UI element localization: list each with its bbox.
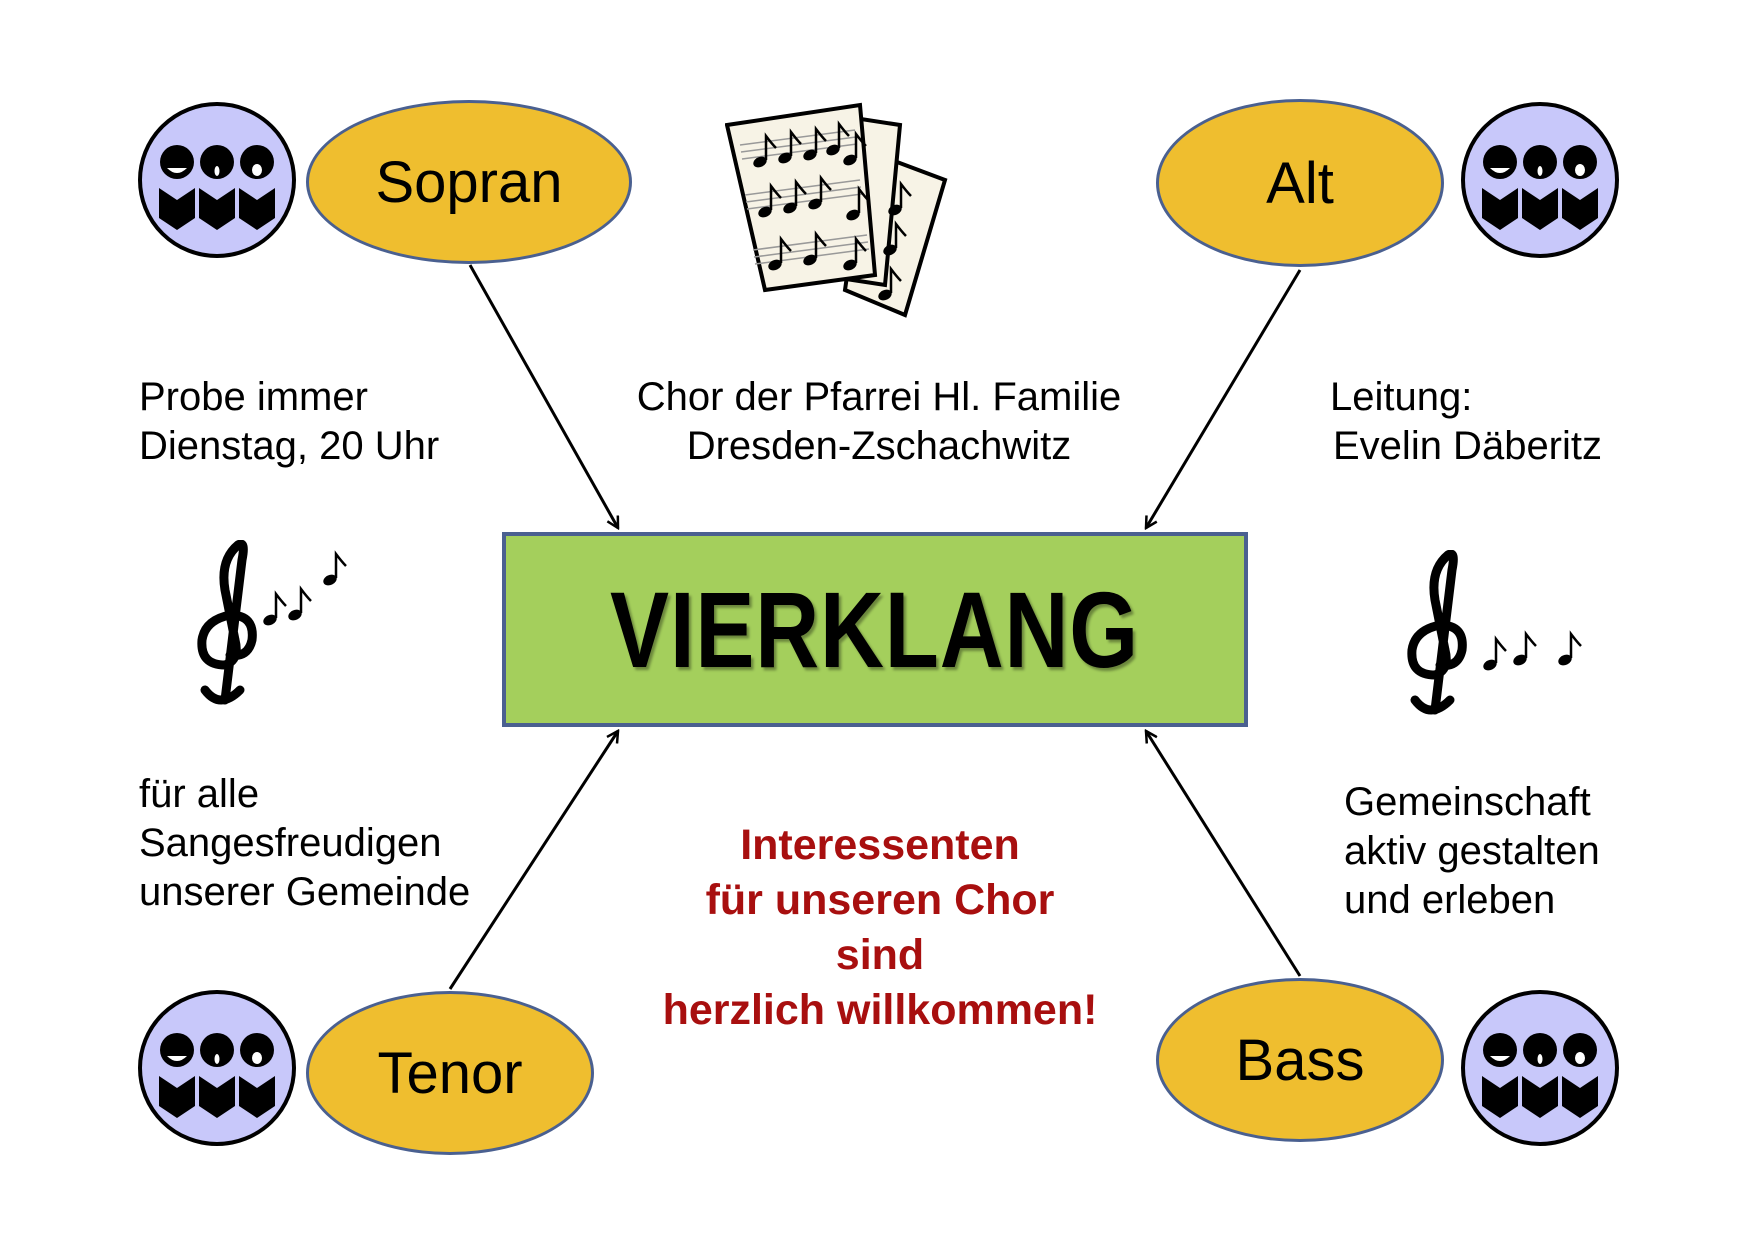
choir-icon <box>138 990 296 1146</box>
rehearsal-info: Probe immer Dienstag, 20 Uhr <box>139 373 439 471</box>
text-line: unserer Gemeinde <box>139 870 471 914</box>
choir-name: Chor der Pfarrei Hl. Familie Dresden-Zsc… <box>579 373 1179 471</box>
text-line: Evelin Däberitz <box>1333 424 1603 468</box>
community-info: Gemeinschaft aktiv gestalten und erleben <box>1344 778 1600 925</box>
arrow-sopran <box>468 264 620 528</box>
voice-tenor: Tenor <box>306 991 594 1155</box>
text-line: Leitung: <box>1330 375 1473 419</box>
voice-label: Sopran <box>375 149 563 215</box>
voice-label: Bass <box>1235 1027 1365 1093</box>
choir-icon <box>138 102 296 258</box>
arrow-tenor <box>448 731 618 990</box>
voice-label: Tenor <box>377 1040 523 1106</box>
text-line: Sangesfreudigen <box>139 821 442 865</box>
text-line: herzlich willkommen! <box>662 986 1098 1034</box>
choir-icon <box>1461 990 1619 1146</box>
text-line: Gemeinschaft <box>1344 780 1591 824</box>
text-line: sind <box>835 931 925 979</box>
voice-sopran: Sopran <box>306 100 632 264</box>
text-line: Probe immer <box>139 375 368 419</box>
audience-info: für alle Sangesfreudigen unserer Gemeind… <box>139 770 470 917</box>
text-line: für unseren Chor <box>705 876 1055 924</box>
sheet-music-icon <box>725 102 948 318</box>
page-title: VIERKLANG <box>610 569 1140 690</box>
voice-alt: Alt <box>1156 99 1444 267</box>
voice-label: Alt <box>1266 150 1334 216</box>
arrow-alt <box>1146 269 1302 528</box>
title-box: VIERKLANG <box>502 532 1248 727</box>
director-info: Leitung: Evelin Däberitz <box>1330 373 1602 471</box>
arrow-bass <box>1146 731 1302 977</box>
invitation-text: Interessenten für unseren Chor sind herz… <box>580 818 1180 1038</box>
text-line: und erleben <box>1344 878 1556 922</box>
choir-icon <box>1461 102 1619 258</box>
voice-bass: Bass <box>1156 978 1444 1142</box>
text-line: Interessenten <box>740 821 1020 869</box>
text-line: für alle <box>139 772 260 816</box>
treble-clef-notes-icon <box>180 540 348 720</box>
text-line: Dresden-Zschachwitz <box>686 424 1072 468</box>
treble-clef-notes-icon <box>1385 550 1583 730</box>
text-line: Dienstag, 20 Uhr <box>139 424 440 468</box>
text-line: aktiv gestalten <box>1344 829 1600 873</box>
text-line: Chor der Pfarrei Hl. Familie <box>636 375 1122 419</box>
